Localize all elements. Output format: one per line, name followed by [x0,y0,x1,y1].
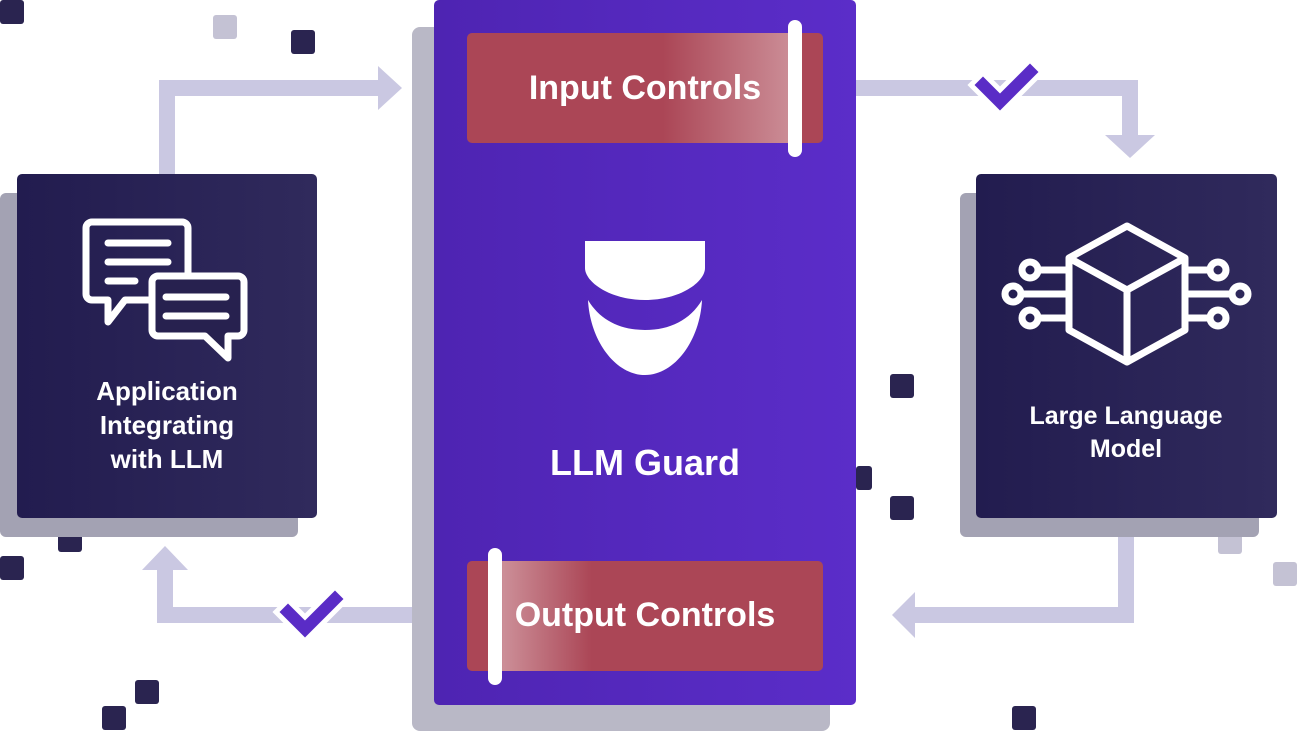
arrow-llm-to-guard [910,518,1134,623]
check-icon [272,56,1046,645]
output-controls-label: Output Controls [515,596,776,634]
app-label-line3: with LLM [110,444,224,474]
llm-box: Large Language Model [960,174,1277,537]
llm-guard-panel: Input Controls Output Controls LLM Guard [412,0,856,731]
flow-arrows [157,80,1138,623]
arrow-app-to-guard [159,80,385,175]
output-controls: Output Controls [467,548,823,685]
app-label-line1: Application [96,376,238,406]
cube-circuit-icon [1001,222,1252,366]
llm-label-line1: Large Language [1029,402,1222,430]
application-box: Application Integrating with LLM [0,174,317,537]
arrow-guard-to-app [157,565,467,623]
input-controls: Input Controls [467,20,823,157]
chat-bubbles-icon [82,218,248,362]
input-controls-label: Input Controls [529,69,761,107]
arrowheads [142,66,1155,638]
arrow-guard-to-llm [823,80,1138,140]
app-label-line2: Integrating [100,410,234,440]
shield-logo-icon [585,241,705,375]
llm-label-line2: Model [1090,435,1162,463]
llm-guard-title: LLM Guard [550,442,740,483]
